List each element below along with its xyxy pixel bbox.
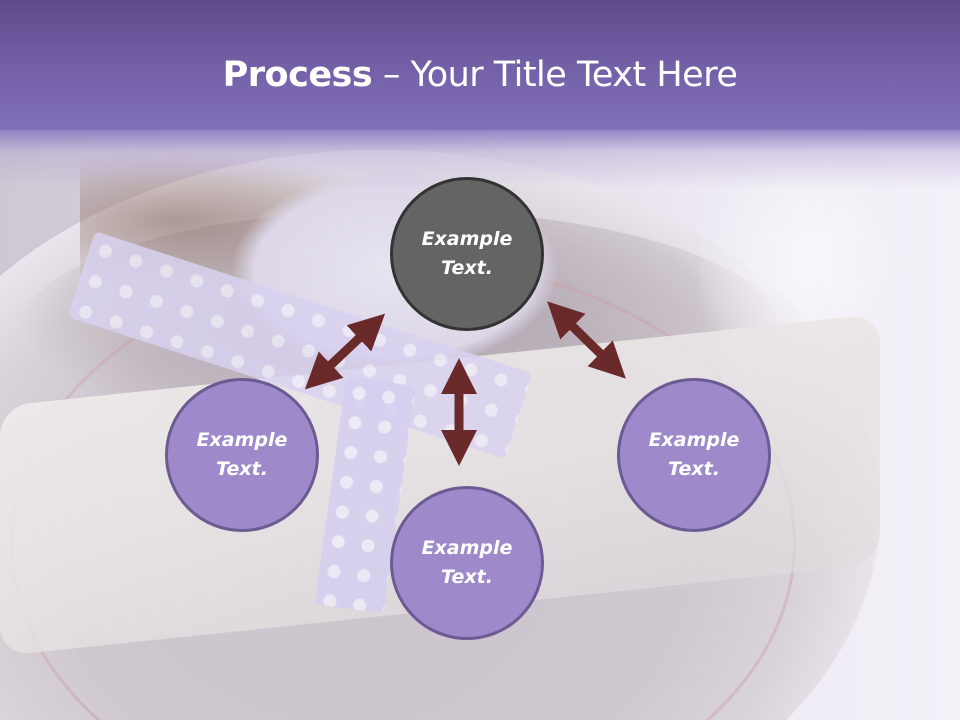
header-band (0, 0, 960, 130)
node-text-line2: Text. (441, 566, 493, 588)
node-text-line2: Text. (441, 257, 493, 279)
slide-title[interactable]: Process – Your Title Text Here (0, 52, 960, 98)
node-text-line1: Example (421, 537, 513, 559)
arrow-top-right (547, 301, 626, 379)
node-text-line1: Example (648, 429, 740, 451)
process-node-left[interactable]: Example Text. (165, 378, 319, 532)
process-node-bottom[interactable]: Example Text. (390, 486, 544, 640)
double-arrow-icon (547, 301, 626, 379)
node-text-line1: Example (421, 228, 513, 250)
node-text-line2: Text. (216, 458, 268, 480)
node-text-line1: Example (196, 429, 288, 451)
process-node-top[interactable]: Example Text. (390, 177, 544, 331)
arrow-top-left (304, 313, 386, 390)
node-text-line2: Text. (668, 458, 720, 480)
double-arrow-icon (304, 313, 386, 390)
title-bold: Process (222, 55, 373, 95)
title-rest: – Your Title Text Here (372, 55, 738, 95)
process-node-right[interactable]: Example Text. (617, 378, 771, 532)
